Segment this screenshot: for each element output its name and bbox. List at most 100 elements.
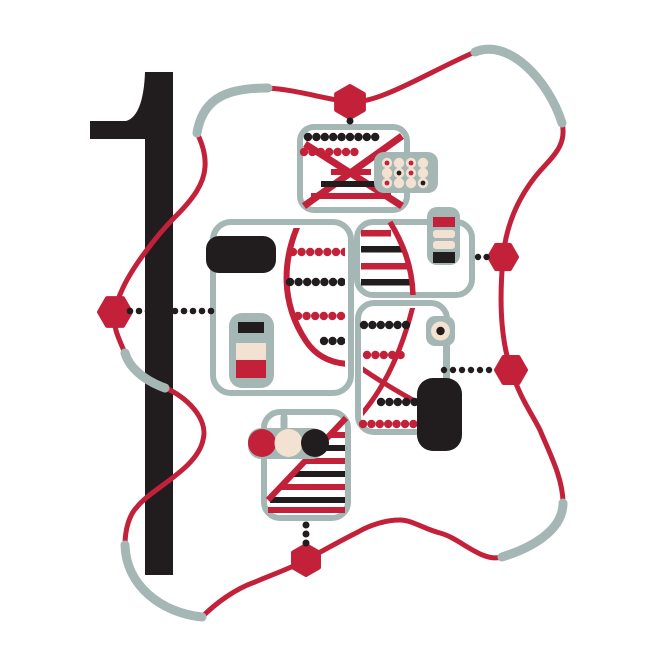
dot [319, 336, 329, 346]
dot [458, 366, 466, 374]
bead-row [288, 247, 345, 257]
bead-row [303, 132, 380, 142]
well-dot-red [384, 160, 390, 166]
bead-row [359, 320, 411, 330]
dot [396, 350, 405, 360]
dot [337, 277, 345, 287]
helix-rungs-top [311, 169, 391, 199]
dot [362, 132, 371, 142]
bead-row [293, 311, 345, 321]
well [417, 167, 429, 179]
dot [312, 132, 321, 142]
dot [402, 397, 411, 407]
gray-arc-segments [120, 44, 568, 622]
dot [198, 307, 206, 315]
well [405, 177, 417, 189]
dot [474, 253, 482, 261]
circle-red [248, 429, 276, 457]
dot [153, 307, 161, 315]
dotted-connector-bottom [302, 521, 310, 547]
dot [189, 307, 197, 315]
dotted-connector-left [126, 307, 215, 315]
dot [467, 366, 475, 374]
arc-segment-top-left [192, 83, 273, 138]
dot [393, 320, 402, 330]
hexagon-nodes [97, 84, 528, 577]
dot [400, 419, 410, 429]
dot [303, 277, 312, 287]
dot [207, 307, 215, 315]
dot [180, 307, 188, 315]
black-pill-icon [417, 378, 462, 451]
circle-cream [274, 429, 303, 457]
dot [350, 147, 359, 157]
dot [171, 307, 179, 315]
well-plate-icon [374, 152, 438, 193]
bead-row [299, 147, 359, 157]
dot [388, 350, 397, 360]
helix-rungs-bottom [268, 432, 345, 513]
hexagon-node-bottom [291, 543, 321, 577]
dot [375, 419, 384, 429]
well-dot-red [408, 160, 414, 166]
dot [297, 247, 306, 257]
bead-row [358, 419, 418, 429]
dot [449, 366, 457, 374]
dot [293, 311, 303, 321]
well [393, 157, 405, 169]
dot [371, 350, 380, 360]
bead-row [376, 397, 419, 407]
dot [303, 132, 313, 142]
dot [302, 539, 310, 547]
dot [393, 397, 402, 407]
dotted-connector-lower-right [440, 366, 493, 374]
well [381, 167, 393, 179]
vial-right-icon [427, 207, 460, 265]
well [393, 177, 405, 189]
crossing-strand-icon [363, 308, 416, 419]
bead-row [362, 350, 405, 360]
hexagon-node-upper-right [487, 242, 519, 272]
dot [345, 132, 355, 142]
circle-black [301, 429, 329, 457]
dot [126, 307, 134, 315]
dot [376, 320, 385, 330]
traffic-circles-icon [248, 428, 329, 459]
dot [306, 247, 315, 257]
arc-segment-bottom-right [497, 498, 568, 562]
arc-segment-bottom-left [120, 540, 207, 622]
dot [302, 521, 310, 529]
dot [354, 132, 363, 142]
dark-pill-icon [206, 236, 276, 273]
dot [385, 320, 394, 330]
dotted-connector-upper-right [474, 253, 490, 261]
arc-segment-left-middle [120, 348, 170, 393]
dot [144, 307, 152, 315]
dot [325, 147, 334, 157]
arc-segment-top-right [470, 44, 567, 128]
dot [410, 397, 419, 407]
dot [385, 397, 394, 407]
hexagon-node-left [97, 296, 133, 328]
bead-row [319, 336, 345, 346]
dot [359, 320, 369, 330]
dot [368, 320, 377, 330]
dot [376, 397, 386, 407]
dot [485, 366, 493, 374]
dot [299, 147, 309, 157]
vial-left-icon [229, 313, 274, 388]
dot [337, 336, 345, 346]
eye-cell-icon [426, 316, 455, 346]
dot [341, 147, 351, 157]
dot [328, 336, 337, 346]
dot [401, 320, 411, 330]
dot [162, 307, 170, 315]
dot [337, 132, 346, 142]
ladder-box [354, 207, 475, 298]
dot [333, 147, 342, 157]
dot [311, 311, 320, 321]
dot [328, 311, 337, 321]
dot [362, 350, 372, 360]
